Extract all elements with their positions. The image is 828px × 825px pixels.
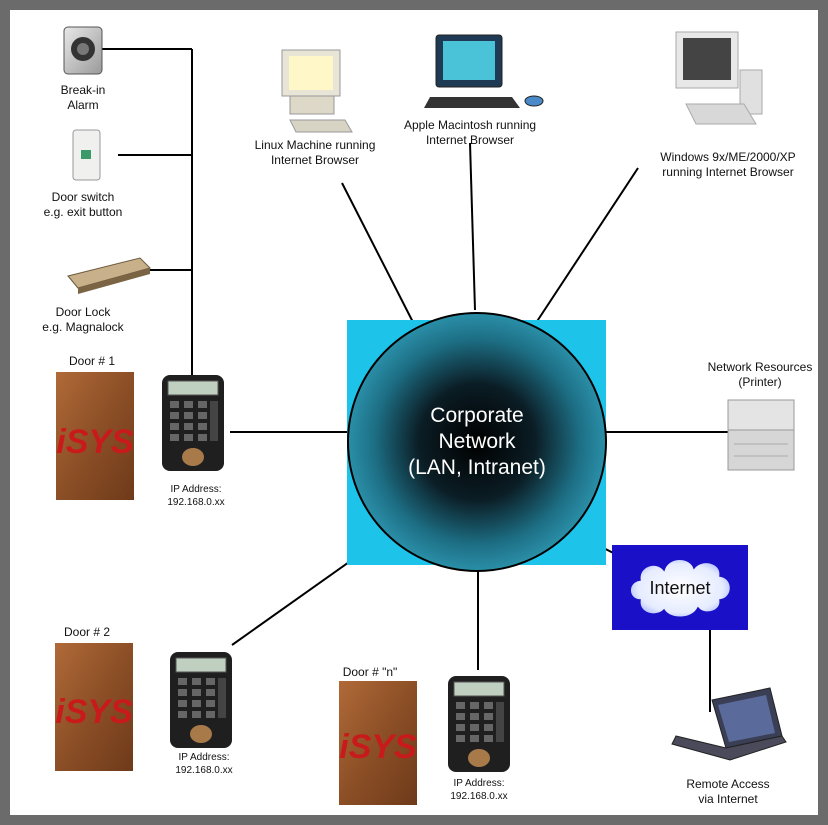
alarm-label-line1: Break-in bbox=[61, 83, 106, 97]
door-1-reader-icon bbox=[161, 374, 225, 472]
door-switch-label-line2: e.g. exit button bbox=[44, 205, 123, 219]
door-2-panel bbox=[55, 643, 133, 771]
door-lock-label-line2: e.g. Magnalock bbox=[42, 320, 124, 334]
internet-label: Internet bbox=[649, 578, 710, 598]
windows-label-line2: running Internet Browser bbox=[662, 165, 793, 179]
break-in-alarm: Break-in Alarm bbox=[61, 26, 106, 112]
door-2-reader-icon bbox=[169, 651, 233, 749]
door-1: Door # 1 iSYS IP Address: 192.168.0.xx bbox=[56, 354, 225, 508]
door-lock: Door Lock e.g. Magnalock bbox=[42, 257, 151, 334]
network-circle bbox=[347, 312, 607, 572]
linux-label-line2: Internet Browser bbox=[271, 153, 359, 167]
door-n-logo: iSYS bbox=[339, 728, 417, 766]
cloud-icon bbox=[629, 558, 732, 618]
door-1-ip: 192.168.0.xx bbox=[167, 497, 224, 508]
door-n-panel bbox=[339, 681, 417, 805]
linux-label-line1: Linux Machine running bbox=[255, 138, 376, 152]
mac-keyboard-icon bbox=[424, 97, 520, 108]
printer-label-line2: (Printer) bbox=[738, 375, 781, 389]
door-2-ip: 192.168.0.xx bbox=[175, 765, 232, 776]
network-title-line2: Network bbox=[438, 430, 516, 453]
mac-label-line2: Internet Browser bbox=[426, 133, 514, 147]
door-n-title: Door # "n" bbox=[343, 665, 398, 679]
door-1-ip-label: IP Address: bbox=[171, 484, 222, 495]
linux-machine: Linux Machine running Internet Browser bbox=[255, 49, 376, 167]
door-n-reader-icon bbox=[447, 675, 511, 773]
windows-machine: Windows 9x/ME/2000/XP running Internet B… bbox=[660, 31, 796, 179]
network-title-line3: (LAN, Intranet) bbox=[408, 456, 546, 479]
door-lock-label-line1: Door Lock bbox=[56, 305, 112, 319]
mac-label-line1: Apple Macintosh running bbox=[404, 118, 536, 132]
remote-label-line2: via Internet bbox=[698, 792, 758, 806]
door-2-ip-label: IP Address: bbox=[179, 752, 230, 763]
door-1-panel bbox=[56, 372, 134, 500]
door-n-ip-label: IP Address: bbox=[454, 778, 505, 789]
network-printer: Network Resources (Printer) bbox=[708, 360, 813, 471]
door-2-title: Door # 2 bbox=[64, 625, 110, 639]
printer-icon bbox=[727, 399, 795, 431]
door-2: Door # 2 iSYS IP Address: 192.168.0.xx bbox=[55, 625, 233, 776]
door-1-logo: iSYS bbox=[56, 423, 134, 461]
remote-label-line1: Remote Access bbox=[686, 777, 769, 791]
door-2-logo: iSYS bbox=[55, 693, 133, 731]
apple-macintosh: Apple Macintosh running Internet Browser bbox=[404, 34, 544, 147]
windows-keyboard-icon bbox=[685, 103, 757, 125]
laptop-base-icon bbox=[671, 735, 787, 761]
internet-cloud: Internet bbox=[612, 545, 748, 630]
windows-label-line1: Windows 9x/ME/2000/XP bbox=[660, 150, 795, 164]
remote-laptop: Remote Access via Internet bbox=[671, 687, 787, 806]
alarm-label-line2: Alarm bbox=[67, 98, 98, 112]
door-switch-label-line1: Door switch bbox=[52, 190, 115, 204]
door-n-ip: 192.168.0.xx bbox=[450, 791, 507, 802]
mac-mouse-icon bbox=[524, 95, 544, 107]
network-title-line1: Corporate bbox=[430, 404, 523, 427]
linux-keyboard-icon bbox=[289, 119, 353, 133]
corporate-network-hub: Corporate Network (LAN, Intranet) bbox=[347, 312, 607, 572]
door-1-title: Door # 1 bbox=[69, 354, 115, 368]
door-switch: Door switch e.g. exit button bbox=[44, 129, 123, 219]
door-n: Door # "n" iSYS IP Address: 192.168.0.xx bbox=[339, 665, 511, 805]
printer-label-line1: Network Resources bbox=[708, 360, 813, 374]
